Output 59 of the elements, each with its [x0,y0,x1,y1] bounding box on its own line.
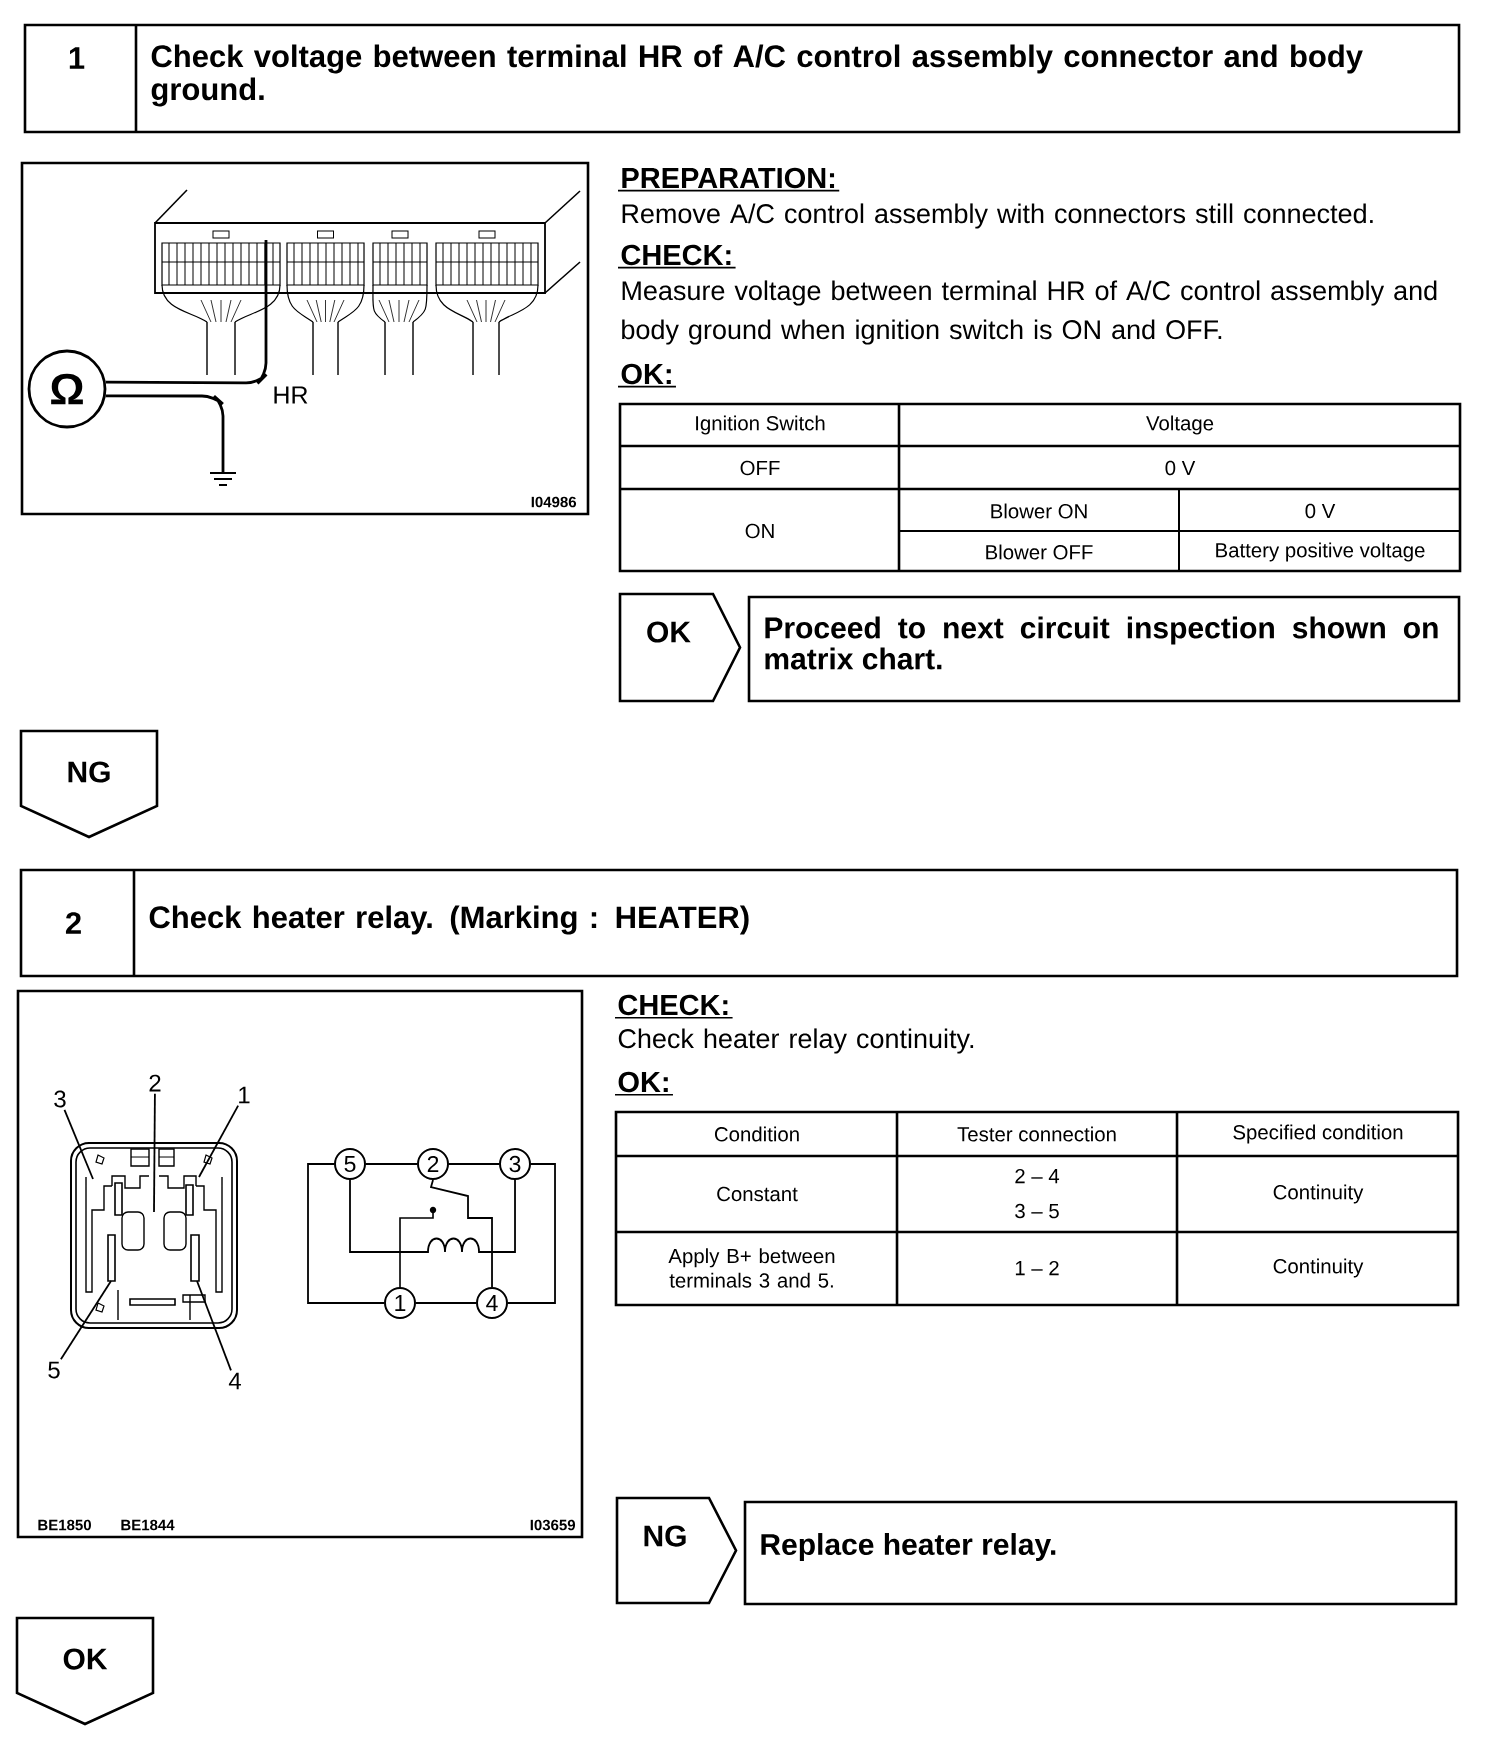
step-title: Check voltage between terminal HR of A/C control assembly connector and body ground. [151,44,1363,107]
wire [448,1163,500,1165]
step-header [23,23,1461,134]
section-heading: CHECK: [617,244,737,269]
leader-line [196,1280,232,1372]
callout-number: 4 [228,1372,241,1390]
table-entry: Continuity [1273,1184,1364,1204]
table-header: Voltage [1146,415,1214,435]
wire [365,1163,418,1165]
leader-line [198,1104,240,1178]
table-entry: Constant [717,1186,798,1202]
switch-wire [429,1179,493,1288]
instruction-text: Measure voltage between terminal HR of A/C control assembly and body ground when ignition switch is ON and OFF. [622,280,1437,345]
step-number: 2 [65,912,81,934]
table-entry: Battery positive voltage [1216,542,1425,562]
table-entry: 0 V [1165,460,1196,476]
coil-wire [349,1179,516,1253]
section-heading: CHECK: [614,994,734,1019]
table-entry: 2 – 4 [1015,1168,1060,1184]
callout-number: 5 [48,1361,60,1379]
callout-number: 2 [149,1074,161,1092]
leader-line [60,1280,112,1361]
figure-code: BE1844 [121,1519,175,1531]
table-entry: Apply B+ between terminals 3 and 5. [668,1248,835,1288]
table-entry: OFF [740,460,780,476]
leader-line [63,1109,94,1180]
callout-number: 1 [239,1086,250,1104]
instruction-text: Check heater relay continuity. [618,1028,974,1054]
section-heading: OK: [614,1071,674,1096]
figure-code: BE1850 [38,1519,91,1531]
callout-number: 3 [54,1090,66,1108]
table-header: Tester connection [957,1126,1116,1142]
figure-code: I03659 [530,1519,576,1531]
table-entry: Blower OFF [986,544,1093,560]
step-number: 1 [69,47,85,69]
table-entry: ON [745,523,774,539]
result-box: Replace heater relay. [743,1500,1458,1606]
probe-lead [105,240,268,385]
table-entry: 1 – 2 [1015,1260,1059,1276]
table-header: Condition [714,1126,799,1142]
figure-code: I04986 [531,496,577,508]
table-entry: 3 – 5 [1015,1203,1059,1219]
leader-line [153,1092,156,1213]
instruction-text: Remove A/C control assembly with connectors still connected. [622,203,1373,229]
result-box: Proceed to next circuit inspection shown on matrix chart. [747,595,1461,703]
table-entry: Blower ON [991,503,1087,519]
wire [507,1163,556,1304]
table-header: Specified condition [1233,1124,1403,1144]
section-heading: PREPARATION: [617,167,841,192]
table-entry: Continuity [1273,1258,1364,1278]
step-title: Check heater relay. (Marking : HEATER) [149,905,749,935]
wire [415,1302,477,1304]
probe-lead [105,394,225,473]
table-entry: 0 V [1305,503,1336,519]
section-heading: OK: [617,363,677,388]
wire [307,1163,385,1304]
table-header: Ignition Switch [696,415,825,435]
terminal-label: HR [274,386,308,404]
step-header [19,868,1459,978]
